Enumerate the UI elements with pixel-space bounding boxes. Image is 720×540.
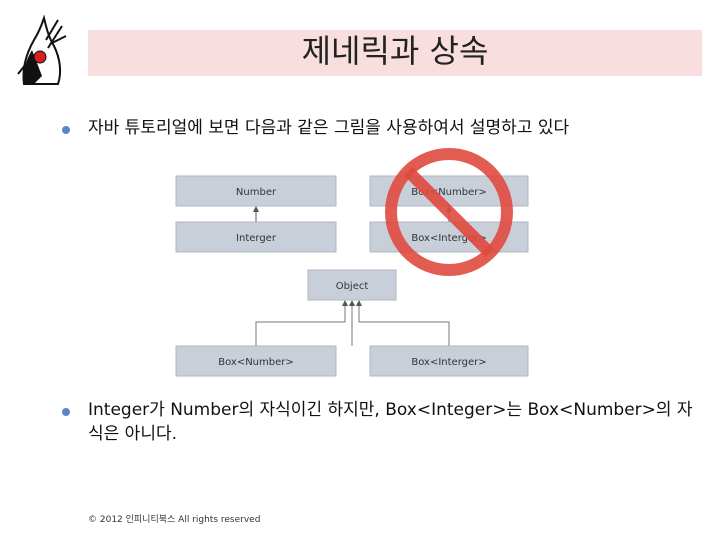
box-number-bottom-label: Box<Number> — [218, 357, 294, 368]
box-number-top-label: Box<Number> — [411, 187, 487, 198]
number-box-label: Number — [236, 187, 277, 198]
box-number-bottom — [175, 345, 337, 377]
bullet-dot-icon — [62, 408, 70, 416]
duke-mascot-icon — [14, 14, 68, 88]
interger-box — [175, 221, 337, 253]
bullet-dot-icon — [62, 126, 70, 134]
object-box-label: Object — [336, 281, 369, 292]
prohibition-sign-icon — [385, 148, 513, 276]
box-interger-top-label: Box<Interger> — [411, 233, 486, 244]
copyright-footer: © 2012 인피니티북스 All rights reserved — [88, 515, 261, 525]
box-interger-bottom — [369, 345, 529, 377]
bullet-text-1: 자바 튜토리얼에 보면 다음과 같은 그림을 사용하여서 설명하고 있다 — [88, 118, 570, 138]
interger-box-label: Interger — [236, 233, 277, 244]
slide-title: 제네릭과 상속 — [301, 32, 489, 70]
object-box — [307, 269, 397, 301]
inheritance-connectors — [255, 304, 450, 346]
bullet-text-2: Integer가 Number의 자식이긴 하지만, Box<Integer>는… — [88, 400, 693, 444]
title-band — [88, 30, 702, 76]
box-interger-bottom-label: Box<Interger> — [411, 357, 486, 368]
